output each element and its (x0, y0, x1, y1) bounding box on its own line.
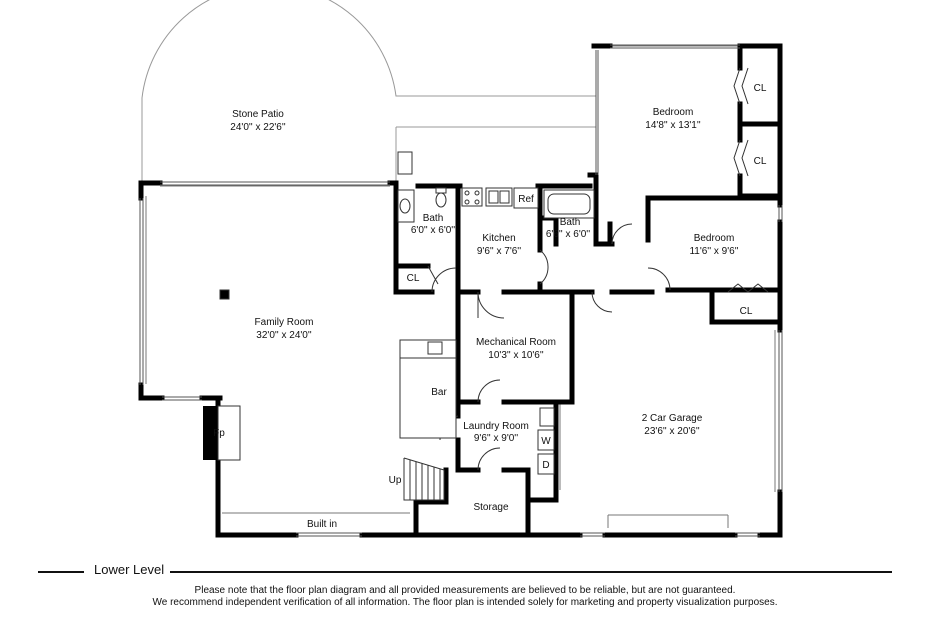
washer (537, 429, 555, 451)
laundry-room-name: Laundry Room (463, 421, 529, 432)
refrigerator-label: Ref (518, 194, 534, 205)
fireplace-label: Fp (213, 428, 225, 439)
stone-patio-dims: 24'0'' x 22'6'' (230, 122, 285, 133)
bath-2-name: Bath (560, 217, 581, 228)
closet-label-2: CL (754, 156, 767, 167)
dryer-label: D (542, 460, 549, 471)
fixtures (217, 151, 595, 501)
stairs (403, 457, 445, 501)
kitchen-dims: 9'6'' x 7'6'' (477, 246, 521, 257)
bar-label: Bar (431, 387, 447, 398)
stone-patio-outline (141, 0, 596, 183)
mechanical-room-name: Mechanical Room (476, 337, 556, 348)
laundry-room-dims: 9'6'' x 9'0'' (474, 433, 518, 444)
disclaimer-line-2: We recommend independent verification of… (152, 597, 778, 608)
bar-sink-icon (427, 341, 443, 355)
washer-label: W (541, 436, 551, 447)
dryer (537, 453, 555, 475)
bath-2-dims: 6'6'' x 6'0'' (546, 229, 590, 240)
patio-sink-icon (397, 151, 413, 175)
level-rule-right (170, 571, 892, 573)
level-title: Lower Level (90, 562, 169, 577)
door-swings (427, 67, 769, 471)
garage-dims: 23'6'' x 20'6'' (644, 426, 699, 437)
bedroom-2-name: Bedroom (694, 233, 735, 244)
column (219, 289, 230, 300)
bedroom-2-dims: 11'6'' x 9'6'' (689, 246, 738, 257)
bath-1-dims: 6'0'' x 6'0'' (411, 225, 455, 236)
laundry-sink-icon (539, 407, 555, 427)
storage-label: Storage (473, 502, 508, 513)
closet-label-1: CL (754, 83, 767, 94)
closet-label-4: CL (407, 273, 420, 284)
built-in-label: Built in (307, 519, 337, 530)
garage-name: 2 Car Garage (642, 413, 703, 424)
family-room-name: Family Room (255, 317, 314, 328)
walls (138, 43, 783, 538)
refrigerator (513, 187, 539, 209)
bedroom-1-name: Bedroom (653, 107, 694, 118)
toilet-icon (435, 192, 447, 208)
mechanical-room-dims: 10'3'' x 10'6'' (488, 350, 543, 361)
windows (139, 44, 783, 537)
closet-label-3: CL (740, 306, 753, 317)
bedroom-1-dims: 14'8'' x 13'1'' (645, 120, 700, 131)
room-labels: Stone Patio 24'0'' x 22'6'' Bedroom 14'8… (213, 83, 767, 530)
level-rule-left (38, 571, 84, 573)
bath-1-name: Bath (423, 213, 444, 224)
kitchen-name: Kitchen (482, 233, 515, 244)
family-room-dims: 32'0'' x 24'0'' (256, 330, 311, 341)
fireplace-hearth (217, 405, 241, 461)
stairs-up-label: Up (389, 475, 402, 486)
disclaimer-line-1: Please note that the floor plan diagram … (194, 585, 736, 596)
stone-patio-name: Stone Patio (232, 109, 284, 120)
